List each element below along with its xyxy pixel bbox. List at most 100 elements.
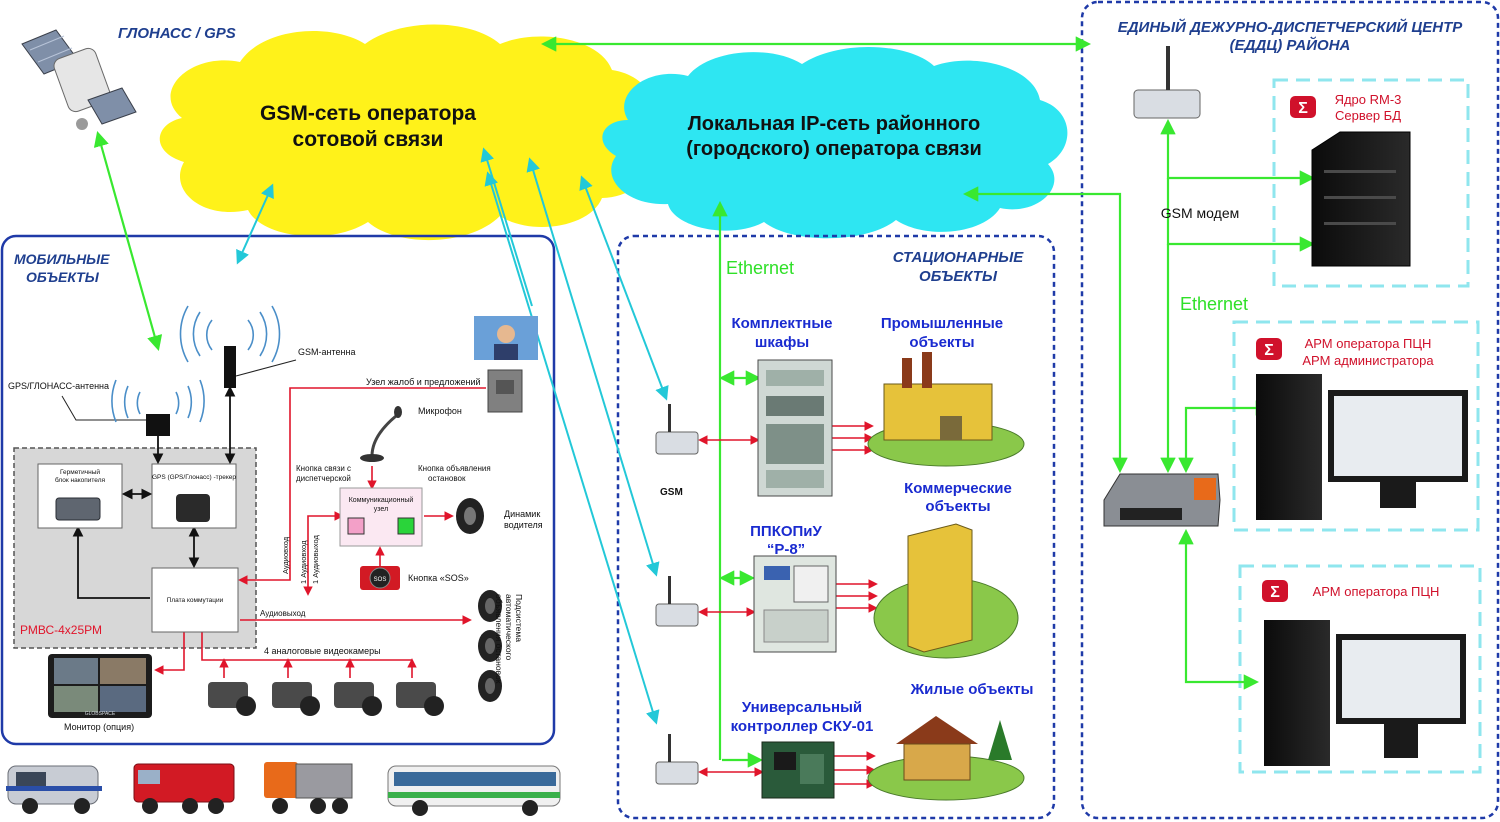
monitor-label: Монитор (опция) <box>64 722 134 732</box>
cyan-links <box>236 147 669 725</box>
center-ethernet-label: Ethernet <box>1180 294 1248 314</box>
tracker-label: GPS (GPS/Глонасс) -трекер <box>152 474 236 481</box>
ip-cloud <box>602 46 1068 239</box>
announce-label-1: Подсистема <box>514 594 524 642</box>
gsm-modem-1 <box>655 404 699 455</box>
svg-text:Σ: Σ <box>1298 100 1308 117</box>
tracker-icon <box>176 494 210 522</box>
arm2-workstation <box>1264 620 1466 766</box>
stops-button <box>397 517 415 535</box>
center-title-1: ЕДИНЫЙ ДЕЖУРНО-ДИСПЕТЧЕРСКИЙ ЦЕНТР <box>1118 18 1464 36</box>
complaints-node-icon <box>487 369 523 413</box>
gsm-antenna-label: GSM-антенна <box>298 347 355 357</box>
recorder-label: РМВС-4х25РМ <box>20 623 102 637</box>
switch-board-label: Плата коммутации <box>167 597 224 604</box>
controller-board-icon <box>761 741 835 799</box>
cabinets-label-1: Комплектные <box>731 315 832 332</box>
sos-button-label: Кнопка «SOS» <box>408 573 469 583</box>
sealed-storage-label-2: блок накопителя <box>55 476 106 484</box>
black-links <box>72 385 236 599</box>
audio-out-1-label: 1 Аудиовыход <box>311 535 320 584</box>
residential-label: Жилые объекты <box>910 681 1034 698</box>
dispatcher-button-label-2: диспетчерской <box>296 474 351 483</box>
cameras-label: 4 аналоговые видеокамеры <box>264 646 381 656</box>
rm3-logo-icon-1: Σ <box>1290 96 1316 118</box>
cabinet-icon <box>757 359 833 497</box>
vehicle-police-van <box>6 765 102 814</box>
audio-in-1-label: 1 Аудиовход <box>299 540 308 584</box>
gsm-antenna-icon <box>179 305 281 388</box>
stops-button-label-1: Кнопка объявления <box>418 464 491 473</box>
industrial-label-2: объекты <box>909 334 974 351</box>
ip-cloud-label-1: Локальная IP-сеть районного <box>688 113 981 135</box>
commercial-building-icon <box>873 523 1019 659</box>
ppk-panel-icon <box>753 555 837 653</box>
residential-building-icon <box>867 716 1025 801</box>
core-label-1: Ядро RM-3 <box>1335 92 1402 107</box>
arm1-label-1: АРМ оператора ПЦН <box>1305 336 1432 351</box>
controller-label-1: Универсальный <box>742 699 862 716</box>
industrial-building-icon <box>867 352 1025 467</box>
stationary-ethernet-label: Ethernet <box>726 258 794 278</box>
person-photo <box>474 316 538 360</box>
switch-board-box <box>151 567 239 633</box>
red-links <box>154 387 878 789</box>
sealed-storage-label-1: Герметичный <box>60 468 100 476</box>
mobile-title-1: МОБИЛЬНЫЕ <box>14 251 110 267</box>
vehicle-bus <box>387 765 561 816</box>
announce-label-3: объявления остановок <box>494 594 504 684</box>
announce-label-2: автоматического <box>504 594 514 660</box>
comm-node-box <box>339 487 423 547</box>
gsm-modem-center-label: GSM модем <box>1161 205 1239 221</box>
arm2-label: АРМ оператора ПЦН <box>1313 584 1440 599</box>
center-gsm-modem <box>1133 46 1201 119</box>
gsm-cloud-label-1: GSM-сеть оператора <box>260 102 476 125</box>
gsm-modem-2 <box>655 576 699 627</box>
complaints-label: Узел жалоб и предложений <box>366 377 481 387</box>
audio-in-label: Аудиовход <box>281 536 290 574</box>
server-icon <box>1311 131 1411 267</box>
svg-text:Σ: Σ <box>1264 342 1274 359</box>
arm1-label-2: АРМ администратора <box>1302 353 1434 368</box>
svg-text:Σ: Σ <box>1270 584 1280 601</box>
ppk-label-1: ППКОПиУ <box>750 523 822 540</box>
hdd-icon <box>55 497 101 521</box>
vehicle-garbage-truck <box>264 762 353 814</box>
gsm-modem-3 <box>655 734 699 785</box>
commercial-label-1: Коммерческие <box>904 480 1012 497</box>
gps-antenna-label: GPS/ГЛОНАСС-антенна <box>8 381 109 391</box>
controller-label-2: контроллер СКУ-01 <box>731 718 874 735</box>
cabinets-label-2: шкафы <box>755 334 809 351</box>
commercial-label-2: объекты <box>925 498 990 515</box>
gps-antenna-icon <box>111 379 205 436</box>
stationary-title-1: СТАЦИОНАРНЫЕ <box>893 249 1025 266</box>
gsm-modem-label: GSM <box>660 487 683 498</box>
sos-button-icon <box>360 566 400 590</box>
video-cameras <box>208 682 444 716</box>
glonass-label: ГЛОНАСС / GPS <box>118 25 236 42</box>
arm2-frame <box>1238 564 1482 774</box>
callout-lines <box>61 359 297 421</box>
center-title-2: (ЕДДЦ) РАЙОНА <box>1230 36 1351 54</box>
green-links <box>93 36 1316 768</box>
arm1-workstation <box>1256 374 1468 520</box>
stationary-frame <box>616 234 1056 820</box>
comm-node-label-2: узел <box>374 506 388 513</box>
dispatcher-button-label-1: Кнопка связи с <box>296 464 351 473</box>
network-switch-icon <box>1103 473 1221 527</box>
monitor-brand-label: GLOBSPACE <box>85 711 116 717</box>
vehicle-fire-truck <box>133 763 235 814</box>
core-label-2: Сервер БД <box>1335 108 1401 123</box>
gsm-cloud-label-2: сотовой связи <box>293 128 444 151</box>
ppk-label-2: “Р-8” <box>767 541 805 558</box>
announce-speakers <box>478 590 502 702</box>
audio-out-label: Аудиовыход <box>260 609 306 618</box>
microphone-label: Микрофон <box>418 406 462 416</box>
rm3-logo-icon-2: Σ <box>1256 338 1282 360</box>
microphone-icon <box>360 406 402 462</box>
monitor-icon <box>48 654 152 718</box>
stationary-title-2: ОБЪЕКТЫ <box>919 268 998 285</box>
mobile-title-2: ОБЪЕКТЫ <box>26 269 100 285</box>
